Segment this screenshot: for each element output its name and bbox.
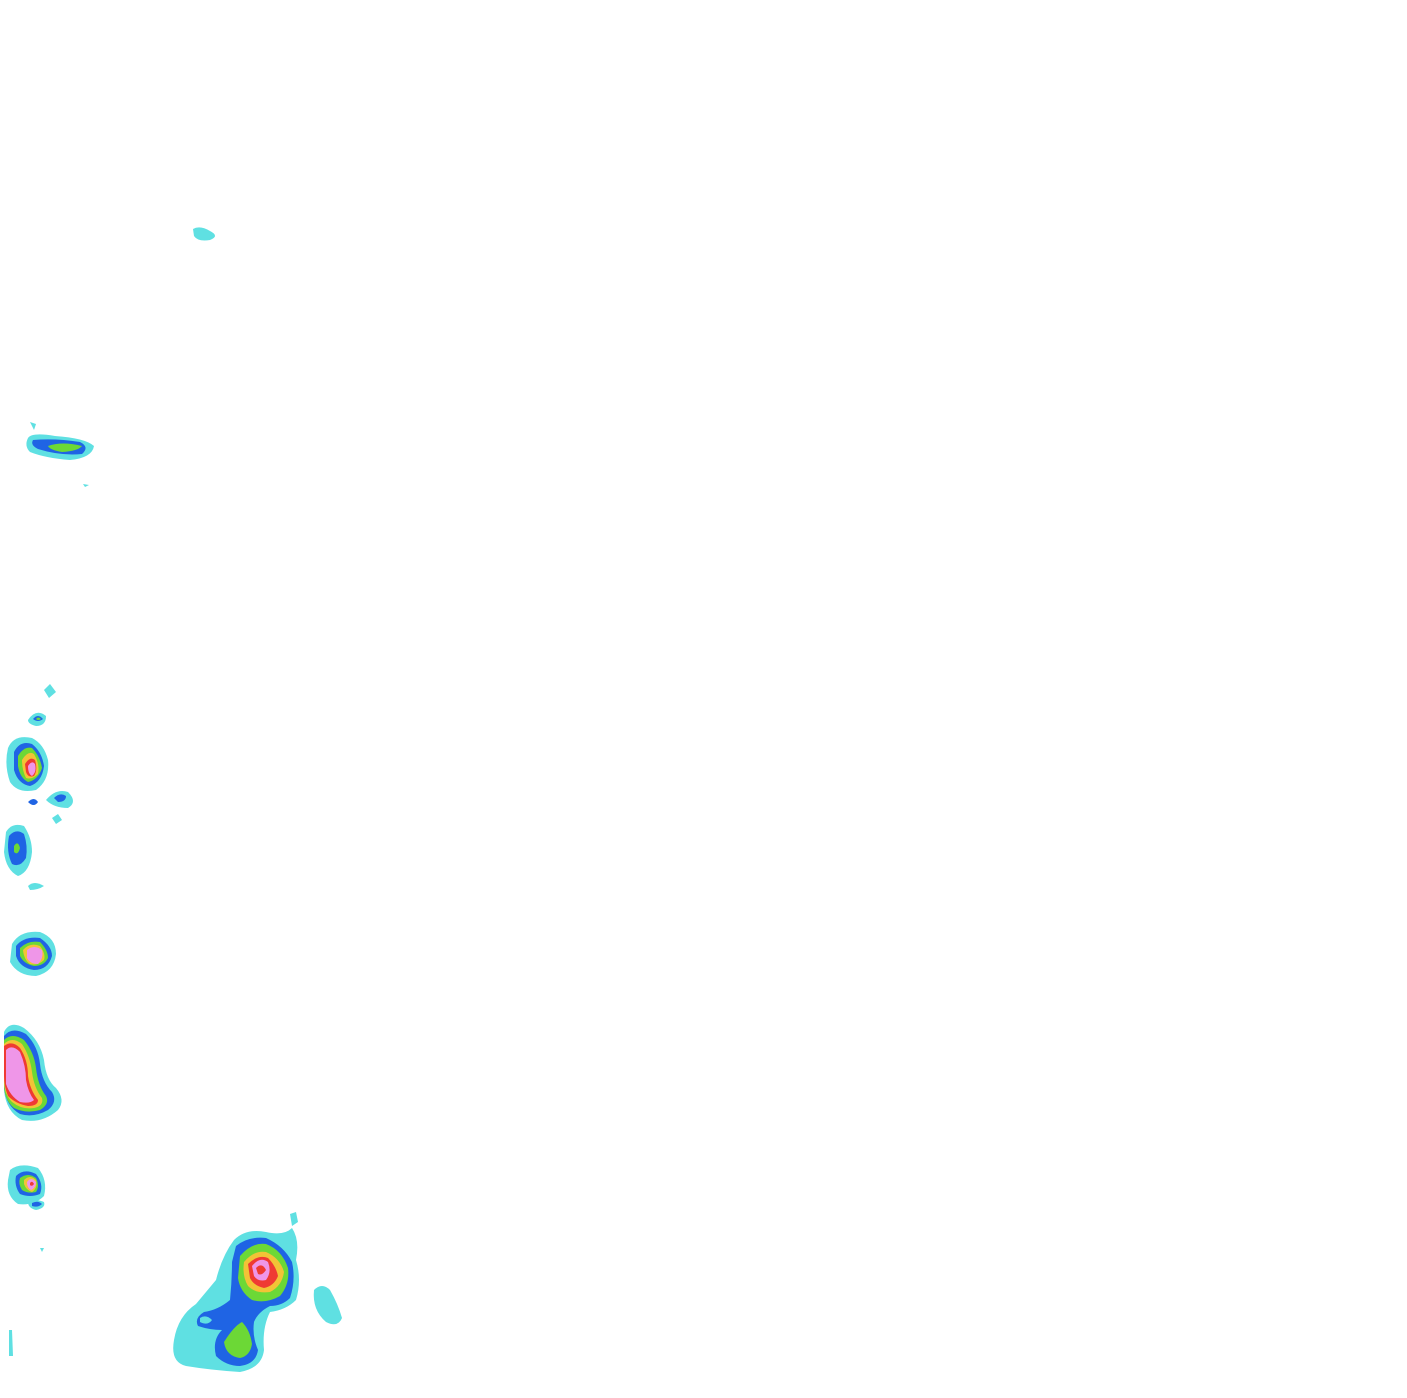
contour-level-1-17 — [290, 1212, 298, 1226]
cell-848 — [4, 824, 44, 890]
contour-level-1-0 — [193, 227, 215, 241]
contour-level-6-0 — [28, 762, 36, 776]
contour-level-2-9 — [32, 1201, 42, 1207]
contour-level-1-4 — [44, 684, 56, 698]
contour-level-1-20 — [200, 1316, 212, 1324]
contour-level-1-1 — [30, 422, 36, 430]
contour-level-3-8 — [224, 1322, 252, 1358]
contour-level-3-3 — [14, 843, 20, 854]
cell-top — [193, 227, 215, 241]
cell-1185 — [7, 1165, 46, 1356]
contour-level-1-3 — [83, 484, 89, 487]
cell-955 — [10, 931, 56, 976]
contour-level-2-3 — [54, 794, 66, 802]
cell-bottom-complex — [173, 1212, 342, 1372]
contour-level-5-4 — [256, 1265, 266, 1275]
contour-level-2-4 — [28, 799, 38, 805]
contour-level-1-10 — [28, 883, 44, 890]
contour-level-6-1 — [27, 947, 43, 964]
cell-elongated — [26, 422, 94, 487]
cell-small-blips — [28, 684, 56, 726]
contour-level-1-15 — [40, 1248, 44, 1252]
cell-1070 — [4, 1024, 62, 1121]
contour-level-3-1 — [36, 717, 41, 720]
contour-level-3-0 — [48, 443, 82, 452]
contour-level-5-2 — [30, 1181, 34, 1186]
contour-level-6-2 — [6, 1047, 34, 1103]
cell-765 — [6, 737, 73, 824]
contour-level-1-16 — [9, 1330, 13, 1356]
contour-level-1-8 — [52, 814, 62, 824]
contour-level-1-18 — [313, 1286, 342, 1325]
